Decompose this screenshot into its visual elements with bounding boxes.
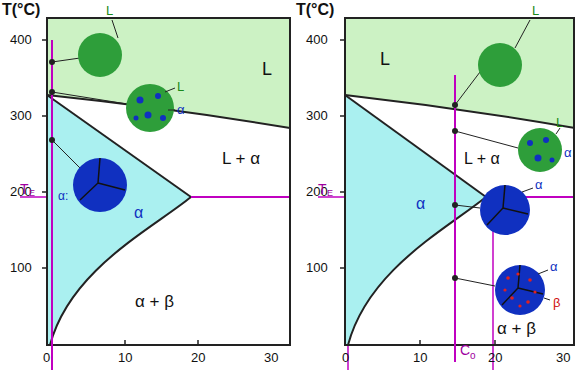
tick-number: 10 <box>413 351 427 364</box>
tick-number: 400 <box>10 33 32 46</box>
phase-callout: L <box>177 80 184 93</box>
region-label: α <box>134 205 143 221</box>
eutectic-subscript: E <box>327 189 333 198</box>
phase-callout: L <box>106 4 113 17</box>
region-label: L + α <box>222 150 260 167</box>
region-label: L <box>380 50 390 68</box>
eutectic-label: T <box>318 182 327 196</box>
tick-number: 300 <box>10 109 32 122</box>
tick-number: 100 <box>306 261 328 274</box>
region-label: α + β <box>497 320 536 337</box>
region-label: α <box>416 196 425 212</box>
composition-label: C <box>460 343 470 357</box>
tick-number: 0 <box>342 351 349 364</box>
region-label: L + α <box>462 150 502 168</box>
axis-title: T(°C) <box>296 2 334 18</box>
region-label: L <box>262 60 272 78</box>
tick-number: 20 <box>191 351 205 364</box>
eutectic-label: T <box>20 182 29 196</box>
tick-number: 0 <box>43 351 50 364</box>
phase-callout: α <box>535 178 543 191</box>
tick-number: 10 <box>118 351 132 364</box>
axis-title: T(°C) <box>2 2 40 18</box>
phase-callout: α <box>564 146 572 159</box>
tick-number: 400 <box>306 33 328 46</box>
phase-callout: β <box>553 296 560 309</box>
tick-number: 30 <box>556 351 570 364</box>
phase-callout: α <box>550 260 558 273</box>
phase-callout: L <box>532 4 539 17</box>
tick-number: 100 <box>10 261 32 274</box>
composition-subscript: o <box>470 351 476 361</box>
tick-number: 20 <box>488 351 502 364</box>
phase-callout: α <box>177 103 185 116</box>
phase-callout: α: <box>58 190 68 202</box>
region-label: α + β <box>135 293 174 310</box>
tick-number: 30 <box>264 351 278 364</box>
eutectic-subscript: E <box>29 189 35 198</box>
tick-number: 300 <box>306 109 328 122</box>
phase-callout: L <box>556 116 563 129</box>
